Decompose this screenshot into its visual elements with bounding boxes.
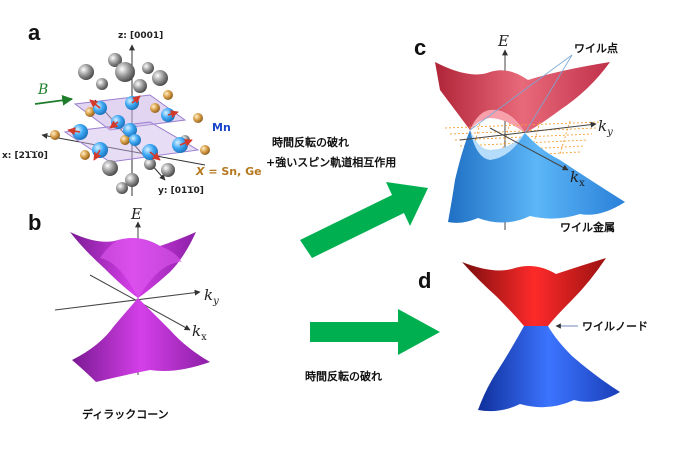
field-label: B — [37, 82, 48, 98]
weyl-point-label: ワイル点 — [574, 41, 618, 55]
weyl-upper-inner — [470, 109, 525, 133]
dirac-upper-highlight — [100, 238, 182, 298]
x-axis-line — [41, 133, 206, 166]
x-axis-label: x: [2110] — [2, 151, 48, 161]
weyl-metal-caption: ワイル金属 — [560, 220, 615, 234]
weyl-kx-label: kx — [570, 168, 585, 189]
dirac-energy-label: E — [130, 205, 142, 223]
lower-arrow-text-1: 時間反転の破れ — [305, 369, 382, 383]
mn-label: Mn — [212, 121, 231, 134]
dirac-ky-axis — [54, 289, 201, 311]
panel-b: b E ky kx ディラックコーン — [28, 205, 219, 421]
weyl-node-label: ワイルノード — [582, 320, 648, 333]
weyl-kx-axis — [489, 127, 569, 171]
weyl-node-upper-band — [462, 258, 606, 326]
upper-green-arrow — [300, 182, 428, 258]
weyl-node-lower-band — [478, 326, 620, 412]
weyl-upper-band — [435, 62, 610, 133]
panel-letter-a: a — [28, 20, 41, 45]
weyl-energy-label: E — [497, 32, 509, 50]
panel-a: a z: [0001] x: [2110] y: [0110] B — [2, 20, 262, 196]
y-axis-label: y: [0110] — [158, 186, 204, 196]
weyl-ky-label: ky — [598, 117, 613, 138]
z-axis-label: z: [0001] — [118, 31, 163, 41]
upper-arrow-text-1: 時間反転の破れ — [272, 135, 349, 149]
transition-arrows: 時間反転の破れ +強いスピン軌道相互作用 時間反転の破れ — [266, 135, 440, 383]
upper-arrow-text-2: +強いスピン軌道相互作用 — [266, 155, 396, 169]
gray-atoms — [78, 53, 190, 194]
lower-green-arrow — [310, 309, 440, 355]
dirac-caption: ディラックコーン — [82, 407, 169, 421]
x-atoms — [50, 90, 210, 160]
panel-letter-c: c — [414, 35, 426, 60]
weyl-lower-inner — [470, 130, 525, 160]
weyl-ky-axis — [459, 121, 597, 141]
panel-letter-b: b — [28, 210, 41, 235]
weyl-point-pointer-1 — [469, 54, 573, 131]
panel-d: d ワイルノード — [418, 258, 648, 412]
spin-arrows — [67, 95, 193, 161]
dirac-kx-label: kx — [192, 322, 207, 343]
dirac-lower-cone — [72, 298, 210, 382]
panel-c: c E ky kx ワイル点 — [414, 32, 625, 234]
panel-letter-d: d — [418, 268, 431, 293]
field-arrow — [34, 94, 74, 106]
dirac-ky-label: ky — [204, 286, 219, 307]
weyl-point-pointer-2 — [524, 54, 573, 134]
x-element-label: X = Sn, Ge — [195, 165, 262, 178]
